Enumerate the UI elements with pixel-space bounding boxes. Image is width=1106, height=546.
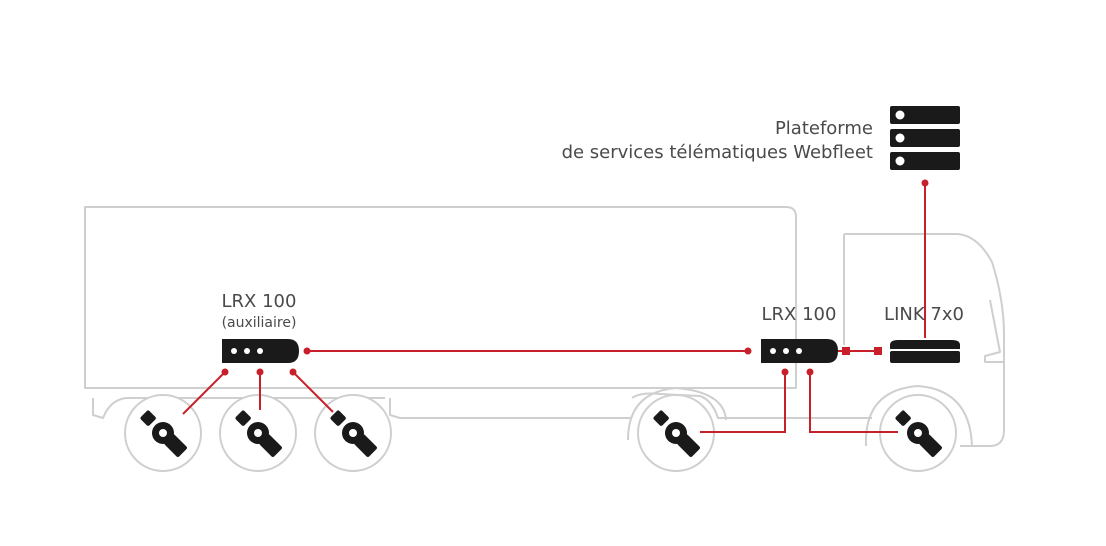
- link-main-sensor-rear: [700, 372, 786, 433]
- server-stack-icon: [890, 106, 960, 170]
- cab-body: [631, 233, 1005, 447]
- lrx-main-label: LRX 100: [762, 304, 837, 325]
- lrx-aux-sublabel: (auxiliaire): [222, 315, 297, 331]
- tire-pressure-sensor-icon: [235, 410, 282, 457]
- wheel-arches: [627, 384, 973, 447]
- link-device-icon: [890, 340, 960, 363]
- connection-dots: [221, 179, 929, 376]
- tire-pressure-sensor-icon: [653, 410, 700, 457]
- link-label: LINK 7x0: [884, 304, 964, 325]
- lrx-aux-device: [222, 339, 299, 363]
- tire-pressure-sensor-icon: [330, 410, 377, 457]
- tire-pressure-sensor-icon: [140, 410, 187, 457]
- sensors: [140, 410, 942, 457]
- platform-title-line2: de services télématiques Webfleet: [562, 142, 873, 163]
- tire-pressure-sensor-icon: [895, 410, 942, 457]
- connection-lines: [182, 183, 926, 433]
- link-aux-sensor-1: [182, 371, 226, 415]
- cab-door: [984, 299, 1003, 363]
- link-aux-sensor-3: [292, 371, 334, 413]
- truck-outline: [84, 206, 1005, 447]
- trailer-box: [84, 206, 797, 389]
- platform-title-line1: Plateforme: [775, 118, 873, 139]
- lrx-main-device: [761, 339, 838, 363]
- link-main-sensor-front: [809, 372, 898, 433]
- lrx-aux-label: LRX 100: [222, 291, 297, 312]
